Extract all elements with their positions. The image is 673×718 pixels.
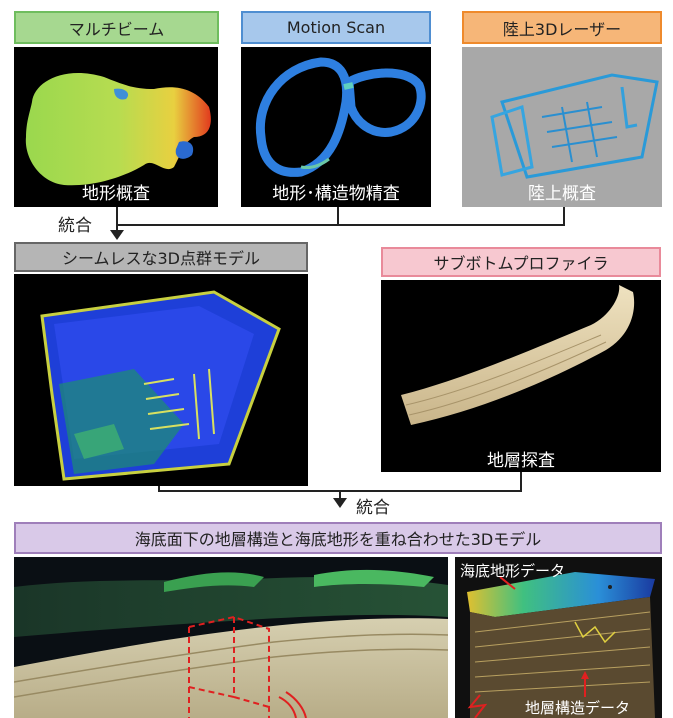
combined-3d-model-image bbox=[14, 569, 448, 718]
inset-label-seabed: 海底地形データ bbox=[460, 562, 566, 580]
integration-1-label: 統合 bbox=[58, 216, 92, 236]
pointcloud-panel bbox=[14, 274, 308, 486]
model-title: 海底面下の地層構造と海底地形を重ね合わせた3Dモデル bbox=[14, 522, 662, 554]
connector-1-horizontal bbox=[116, 224, 565, 226]
inset-label-strata: 地層構造データ bbox=[525, 699, 631, 717]
inset-model-panel: 海底地形データ 地層構造データ bbox=[455, 557, 662, 718]
motion-scan-label: Motion Scan bbox=[241, 11, 431, 44]
integration-2-label: 統合 bbox=[356, 498, 390, 518]
multibeam-panel: 地形概査 bbox=[14, 47, 218, 207]
connector-1-down bbox=[116, 224, 118, 234]
pointcloud-label: シームレスな3D点群モデル bbox=[14, 242, 308, 272]
connector-1-middle bbox=[337, 207, 339, 225]
sbp-profile-image bbox=[401, 285, 635, 425]
combined-3d-model-panel bbox=[14, 557, 448, 718]
connector-2-down bbox=[339, 490, 341, 502]
arrow-down-icon bbox=[110, 230, 124, 240]
inset-model-image bbox=[467, 572, 655, 718]
connector-1-right bbox=[563, 207, 565, 225]
connector-1-left bbox=[116, 207, 118, 225]
sbp-panel: 地層探査 bbox=[381, 280, 661, 472]
land-laser-label: 陸上3Dレーザー bbox=[462, 11, 662, 44]
motion-scan-image bbox=[255, 57, 426, 177]
sbp-caption: 地層探査 bbox=[487, 451, 555, 471]
motion-scan-caption: 地形･構造物精査 bbox=[272, 184, 400, 204]
land-laser-panel: 陸上概査 bbox=[462, 47, 662, 207]
land-laser-image bbox=[462, 47, 662, 207]
motion-scan-panel: 地形･構造物精査 bbox=[241, 47, 431, 207]
multibeam-caption: 地形概査 bbox=[82, 184, 150, 204]
arrow-down-icon bbox=[333, 498, 347, 508]
connector-2-left bbox=[158, 486, 160, 492]
multibeam-label: マルチビーム bbox=[14, 11, 219, 44]
sbp-label: サブボトムプロファイラ bbox=[381, 247, 661, 277]
pointcloud-image bbox=[40, 290, 281, 481]
connector-2-right bbox=[520, 472, 522, 492]
multibeam-terrain-image bbox=[25, 73, 211, 186]
land-laser-caption: 陸上概査 bbox=[528, 184, 596, 204]
